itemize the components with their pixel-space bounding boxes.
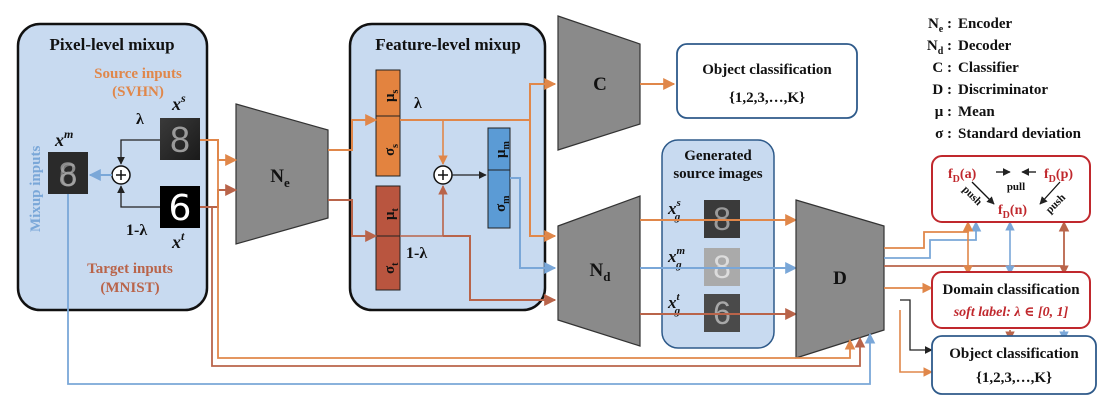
xm-label: xm bbox=[54, 127, 73, 150]
legend-label-2: Classifier bbox=[958, 60, 1019, 76]
mu-s-block bbox=[375, 69, 401, 117]
generated-images-panel bbox=[661, 139, 775, 349]
target-image-mnist: 6 bbox=[160, 186, 200, 229]
sigma-s-block bbox=[375, 115, 401, 177]
domain-classification-box bbox=[931, 271, 1091, 329]
feature-one-minus-lambda: 1-λ bbox=[406, 245, 427, 262]
triplet-fd-n: fD(n) bbox=[998, 203, 1027, 221]
sigma-m-label: σm bbox=[493, 195, 512, 212]
legend-sym-2: C : bbox=[932, 60, 952, 76]
domain-soft-label: soft label: λ ∈ [0, 1] bbox=[953, 305, 1069, 320]
target-inputs-label: Target inputs bbox=[87, 261, 173, 277]
xs-label: xs bbox=[171, 91, 186, 114]
triplet-box bbox=[931, 155, 1091, 223]
triplet-pull: pull bbox=[1007, 181, 1025, 193]
classifier-label: C bbox=[593, 74, 607, 95]
svg-text:8: 8 bbox=[59, 156, 78, 194]
sigma-m-block bbox=[487, 169, 511, 229]
object-classification-set-bottom: {1,2,3,…,K} bbox=[976, 370, 1052, 386]
discriminator-label: D bbox=[833, 268, 847, 289]
legend: Ne : Encoder Nd : Decoder C : Classifier… bbox=[927, 16, 1082, 142]
legend-label-4: Mean bbox=[958, 104, 995, 120]
mixup-inputs-label: Mixup inputs bbox=[28, 146, 44, 232]
object-classification-title-bottom: Object classification bbox=[949, 346, 1079, 362]
legend-sym-3: D : bbox=[932, 82, 952, 98]
legend-label-0: Encoder bbox=[958, 16, 1013, 32]
legend-label-1: Decoder bbox=[958, 38, 1012, 54]
decoder-label: Nd bbox=[590, 260, 612, 284]
encoder-label: Ne bbox=[270, 166, 290, 190]
feature-mixup-title: Feature-level mixup bbox=[375, 35, 521, 54]
pixel-one-minus-lambda: 1-λ bbox=[126, 222, 147, 239]
legend-label-5: Standard deviation bbox=[958, 126, 1082, 142]
mu-m-label: μm bbox=[493, 140, 512, 158]
pixel-mixup-title: Pixel-level mixup bbox=[49, 35, 174, 54]
source-inputs-label: Source inputs bbox=[94, 66, 182, 82]
sigma-s-label: σs bbox=[382, 144, 401, 156]
svg-text:6: 6 bbox=[58, 159, 77, 194]
feature-lambda: λ bbox=[414, 95, 422, 112]
pixel-mixup-panel bbox=[16, 22, 209, 312]
generated-title-line1: Generated bbox=[684, 148, 752, 164]
object-classification-set-top: {1,2,3,…,K} bbox=[729, 90, 805, 106]
domain-classification-title: Domain classification bbox=[942, 282, 1080, 298]
classifier-c bbox=[557, 15, 641, 151]
decoder-nd bbox=[557, 195, 641, 347]
legend-label-3: Discriminator bbox=[958, 82, 1048, 98]
object-classification-box-bottom bbox=[931, 335, 1097, 395]
svg-text:6: 6 bbox=[169, 188, 192, 229]
legend-sym-4: μ : bbox=[935, 104, 952, 120]
encoder-ne bbox=[235, 103, 329, 245]
sigma-t-label: σt bbox=[382, 262, 401, 274]
legend-sym-5: σ : bbox=[935, 126, 952, 142]
xt-label: xt bbox=[171, 229, 185, 252]
sigma-t-block bbox=[375, 235, 401, 291]
generated-title-line2: source images bbox=[673, 166, 762, 182]
mixup-image: 8 6 bbox=[48, 152, 88, 194]
pixel-lambda: λ bbox=[136, 111, 144, 128]
discriminator-d bbox=[795, 199, 885, 359]
object-classification-title-top: Object classification bbox=[702, 62, 832, 78]
source-image-svhn: 8 bbox=[160, 118, 200, 160]
mu-s-label: μs bbox=[382, 89, 401, 102]
legend-sym-0: Ne : bbox=[928, 16, 952, 35]
svg-text:8: 8 bbox=[170, 119, 190, 160]
mu-t-block bbox=[375, 185, 401, 237]
triplet-fd-p: fD(p) bbox=[1044, 167, 1073, 185]
target-inputs-dataset: (MNIST) bbox=[100, 280, 159, 296]
mu-t-label: μt bbox=[382, 207, 401, 220]
triplet-fd-a: fD(a) bbox=[948, 167, 977, 185]
source-inputs-dataset: (SVHN) bbox=[112, 84, 164, 100]
object-classification-box-top bbox=[676, 43, 858, 119]
legend-sym-1: Nd : bbox=[927, 38, 952, 57]
